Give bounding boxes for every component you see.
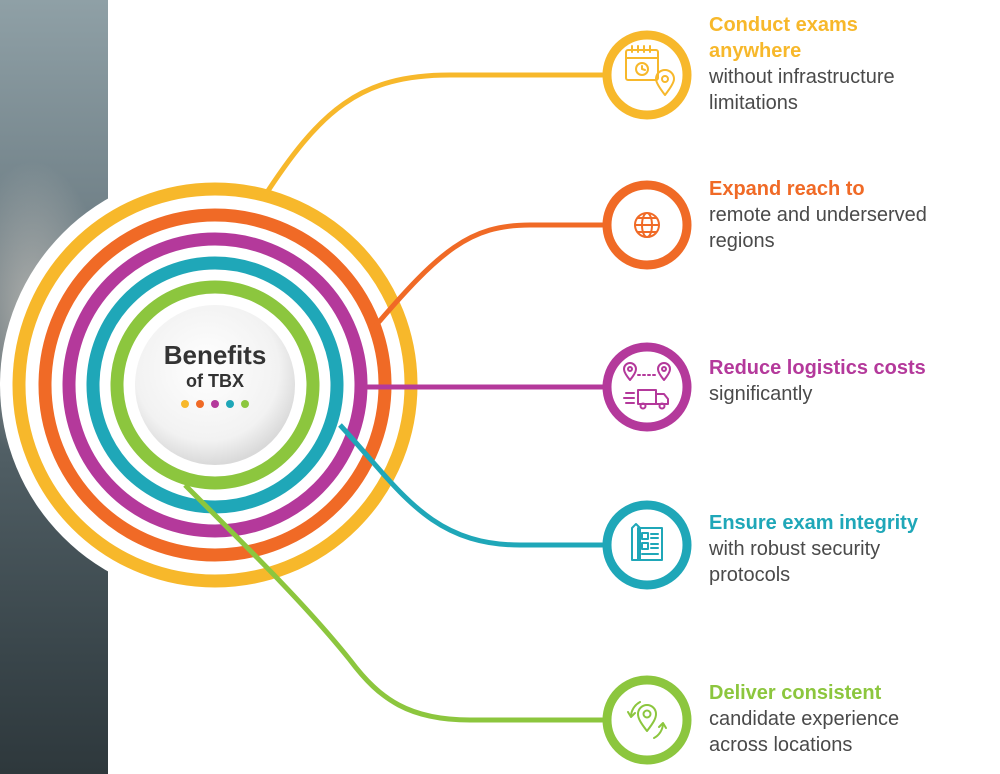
center-label: Benefits of TBX bbox=[150, 340, 280, 408]
dot-green bbox=[241, 400, 249, 408]
benefit-description: candidate experience across locations bbox=[709, 708, 900, 756]
benefit-heading: Deliver consistent bbox=[709, 682, 882, 704]
ring-teal bbox=[86, 256, 344, 514]
benefit-heading: Ensure exam integrity bbox=[709, 512, 918, 534]
benefit-label-5: Deliver consistent candidate experience … bbox=[709, 680, 994, 758]
benefit-description: without infrastructure limitations bbox=[709, 66, 895, 114]
calendar-location-icon bbox=[625, 45, 675, 96]
benefit-description: with robust security protocols bbox=[709, 538, 881, 586]
connector-green bbox=[183, 483, 610, 723]
benefit-description: remote and underserved regions bbox=[709, 204, 927, 252]
connector-teal bbox=[338, 423, 610, 548]
center-title: Benefits bbox=[163, 340, 267, 370]
center-subtitle: of TBX bbox=[186, 371, 244, 391]
center-disk bbox=[135, 305, 295, 465]
dot-orange bbox=[196, 400, 204, 408]
ring-green bbox=[110, 280, 320, 490]
globe-icon bbox=[634, 212, 660, 238]
benefit-icon-5 bbox=[602, 675, 692, 765]
benefit-label-1: Conduct exams anywhere without infrastru… bbox=[709, 12, 994, 116]
dot-teal bbox=[226, 400, 234, 408]
connector-yellow bbox=[259, 72, 610, 202]
benefit-icon-1 bbox=[602, 30, 692, 120]
dot-yellow bbox=[181, 400, 189, 408]
benefit-label-2: Expand reach to remote and underserved r… bbox=[709, 176, 994, 254]
benefit-label-4: Ensure exam integrity with robust securi… bbox=[709, 510, 994, 588]
benefit-heading: Reduce logistics costs bbox=[709, 357, 926, 379]
connector-orange bbox=[370, 222, 610, 332]
benefit-icon-2 bbox=[602, 180, 692, 270]
benefit-description: significantly bbox=[709, 383, 813, 405]
benefit-icon-4 bbox=[602, 500, 692, 590]
benefit-icon-3 bbox=[602, 342, 692, 432]
benefit-heading: Expand reach to bbox=[709, 178, 865, 200]
dot-magenta bbox=[211, 400, 219, 408]
location-cycle-icon bbox=[627, 701, 667, 739]
secure-document-icon bbox=[631, 523, 663, 561]
delivery-truck-icon bbox=[623, 362, 671, 410]
color-dots bbox=[150, 400, 280, 408]
benefit-label-3: Reduce logistics costs significantly bbox=[709, 355, 994, 407]
benefit-heading: Conduct exams anywhere bbox=[709, 14, 858, 62]
